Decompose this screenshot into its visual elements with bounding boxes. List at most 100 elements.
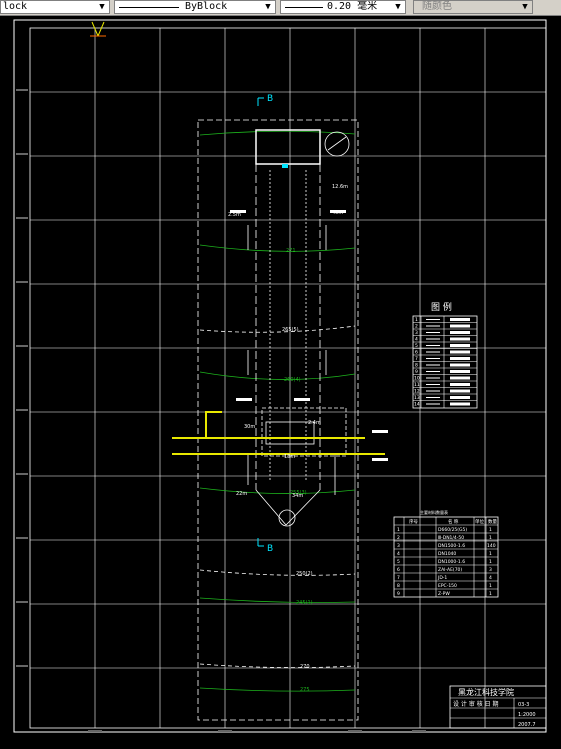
svg-text:2: 2 [397,535,400,541]
pump-marker [282,164,288,168]
svg-text:3: 3 [397,543,400,549]
svg-text:7: 7 [415,356,418,362]
drawing-svg[interactable]: 265(5) 260(4) 255(3) 250(2) 245(1) 270 2… [0,16,561,744]
svg-text:270: 270 [300,664,310,670]
contour-lines [199,130,356,692]
svg-text:250(2): 250(2) [296,571,313,577]
site-boundary [197,119,359,721]
main-pipes [172,411,385,455]
svg-text:1: 1 [489,535,492,541]
svg-text:1: 1 [489,559,492,565]
drawing-border [13,19,547,733]
svg-text:11: 11 [414,382,420,388]
svg-text:DN1000-1.6: DN1000-1.6 [438,559,465,565]
section-label-bottom: B [267,544,273,554]
svg-text:8: 8 [397,583,400,589]
svg-text:14: 14 [414,402,420,408]
svg-text:5: 5 [415,343,418,349]
svg-text:12.6m: 12.6m [332,184,348,190]
svg-text:265(5): 265(5) [282,327,299,333]
svg-text:Ⅲ-DN1/4-50: Ⅲ-DN1/4-50 [438,535,464,541]
contour-labels: 265(5) 260(4) 255(3) 250(2) 245(1) 270 2… [282,248,313,693]
svg-text:Z-PW: Z-PW [438,591,450,597]
svg-text:1: 1 [489,591,492,597]
svg-text:245(1): 245(1) [296,600,313,606]
svg-text:ZAI-AE(70): ZAI-AE(70) [438,567,462,573]
lineweight-preview [285,7,323,8]
legend-symbols [426,318,470,406]
svg-text:名 称: 名 称 [448,518,459,525]
svg-text:1: 1 [415,317,418,323]
title-block: 黑龙江科技学院 设 计 审 核 日 期 03-3 1:2000 2007.7 [449,685,547,729]
chevron-down-icon: ▼ [522,2,528,12]
svg-text:8: 8 [415,363,418,369]
svg-text:255(3): 255(3) [290,490,307,496]
linetype-dropdown-value: ByBlock [185,1,228,12]
svg-text:34m: 34m [292,493,303,499]
annotation-leaders [230,210,388,461]
drawing-canvas[interactable]: 265(5) 260(4) 255(3) 250(2) 245(1) 270 2… [0,16,561,744]
treatment-building [261,407,347,457]
chevron-down-icon[interactable]: ▼ [99,2,105,12]
color-dropdown-value: 随颜色 [422,1,452,12]
title-block-no: 03-3 [518,702,529,708]
svg-text:序号: 序号 [409,518,418,525]
north-arrow-icon [327,136,347,151]
svg-text:260(4): 260(4) [284,377,301,383]
dimension-labels: 2.5m 12.6m 30m 2.4m 18m 22m 34m 40m [228,184,348,499]
svg-text:EPC-150: EPC-150 [438,583,457,589]
svg-text:1: 1 [397,527,400,533]
title-block-scale: 1:2000 [518,712,536,718]
svg-text:JD-1: JD-1 [437,575,447,581]
legend-title: 图 例 [431,301,452,313]
svg-text:10: 10 [414,376,420,382]
lineweight-dropdown[interactable]: 0.20 毫米 ▼ [280,0,406,14]
svg-text:1: 1 [489,583,492,589]
ucs-icon [90,21,106,37]
svg-text:22m: 22m [236,491,247,497]
svg-text:2: 2 [415,324,418,330]
svg-text:1: 1 [489,551,492,557]
svg-text:13: 13 [414,395,420,401]
svg-text:4: 4 [415,337,418,343]
svg-text:3: 3 [415,330,418,336]
svg-text:18m: 18m [284,454,295,460]
svg-text:6: 6 [397,567,400,573]
coordinate-grid [30,28,546,728]
svg-text:单位: 单位 [475,518,484,525]
chevron-down-icon[interactable]: ▼ [265,2,271,12]
inner-border [29,27,547,729]
svg-text:1: 1 [489,527,492,533]
chevron-down-icon[interactable]: ▼ [395,2,401,12]
svg-text:7: 7 [397,575,400,581]
svg-text:140: 140 [487,543,496,549]
properties-toolbar: lock ▼ ByBlock ▼ 0.20 毫米 ▼ 随颜色 ▼ [0,0,561,16]
title-block-row: 设 计 审 核 日 期 [453,700,499,708]
svg-text:271: 271 [286,248,296,254]
svg-text:5: 5 [397,559,400,565]
pipeline-corridor [255,164,321,526]
svg-text:D660/25(G5): D660/25(G5) [438,527,467,533]
color-dropdown: 随颜色 ▼ [413,0,533,14]
well-circle [324,131,350,157]
lineweight-dropdown-value: 0.20 毫米 [327,1,378,12]
svg-text:6: 6 [415,350,418,356]
svg-text:3: 3 [489,567,492,573]
section-label-top: B [267,94,273,104]
svg-text:30m: 30m [244,424,255,430]
layer-dropdown[interactable]: lock ▼ [0,0,110,14]
intake-structure [255,129,321,165]
svg-text:2.5m: 2.5m [228,212,241,218]
svg-text:数量: 数量 [488,518,497,525]
legend-row-numbers: 1 2 3 4 5 6 7 8 9 10 11 12 13 14 [414,317,420,408]
linetype-dropdown[interactable]: ByBlock ▼ [114,0,276,14]
material-rows: 1 D660/25(G5) 1 2 Ⅲ-DN1/4-50 1 3 DN1500-… [397,527,496,597]
legend-table: 图 例 1 2 3 4 5 6 7 8 9 10 11 12 13 14 [412,301,478,409]
svg-text:12: 12 [414,389,420,395]
svg-text:2.4m: 2.4m [308,420,321,426]
treatment-tank [265,421,315,445]
section-markers: B B [257,94,273,554]
svg-text:4: 4 [397,551,400,557]
svg-text:4: 4 [489,575,492,581]
grid-coordinate-labels [16,89,426,732]
